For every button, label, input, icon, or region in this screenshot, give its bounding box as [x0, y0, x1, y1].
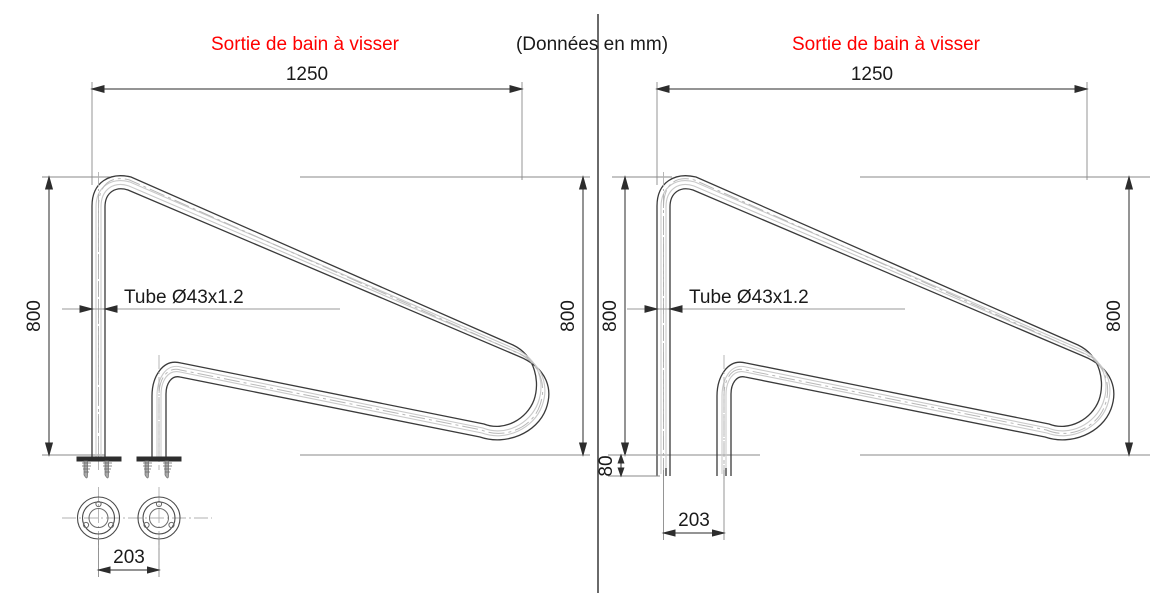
left-dim-length: 1250 — [90, 64, 524, 94]
right-view-group: 1250 800 800 — [596, 34, 1150, 540]
anchor-plug — [163, 460, 172, 479]
right-dim-height-label: 800 — [600, 300, 621, 332]
left-dim-height-right: 800 — [558, 175, 588, 457]
left-tube-label: Tube Ø43x1.2 — [124, 287, 244, 308]
right-dim-length-label: 1250 — [851, 64, 893, 85]
right-handrail-tube — [656, 172, 1115, 480]
left-dim-height-right-label: 800 — [558, 300, 579, 332]
left-flange-plan — [62, 487, 212, 552]
right-dim-insert: 80 — [596, 453, 660, 478]
right-dim-insert-label: 80 — [596, 455, 617, 476]
units-note: (Données en mm) — [516, 34, 668, 55]
anchor-plug — [82, 460, 91, 479]
left-dim-height-label: 800 — [24, 300, 45, 332]
right-tube-annotation: Tube Ø43x1.2 — [627, 287, 905, 313]
anchor-plug — [103, 460, 112, 479]
left-dim-spacing: 203 — [96, 537, 161, 577]
left-view-title: Sortie de bain à visser — [211, 34, 400, 55]
right-dim-height-right: 800 — [1104, 175, 1134, 457]
left-dim-spacing-label: 203 — [113, 547, 145, 568]
right-view-title: Sortie de bain à visser — [792, 34, 981, 55]
left-tube-annotation: Tube Ø43x1.2 — [62, 287, 340, 313]
left-handrail-tube — [91, 175, 550, 459]
right-dim-height-right-label: 800 — [1104, 300, 1125, 332]
left-extension-lines — [42, 82, 590, 456]
anchor-plug — [143, 460, 152, 479]
right-dim-length: 1250 — [655, 64, 1089, 94]
left-view-group: 1250 800 800 — [24, 34, 590, 577]
left-base-plates — [76, 456, 182, 479]
left-dim-height: 800 — [24, 175, 54, 457]
right-dim-height: 800 — [600, 175, 630, 457]
right-dim-spacing: 203 — [661, 470, 726, 540]
left-lower-rail — [98, 172, 160, 470]
right-dim-spacing-label: 203 — [678, 510, 710, 531]
right-tube-label: Tube Ø43x1.2 — [689, 287, 809, 308]
left-dim-length-label: 1250 — [286, 64, 328, 85]
